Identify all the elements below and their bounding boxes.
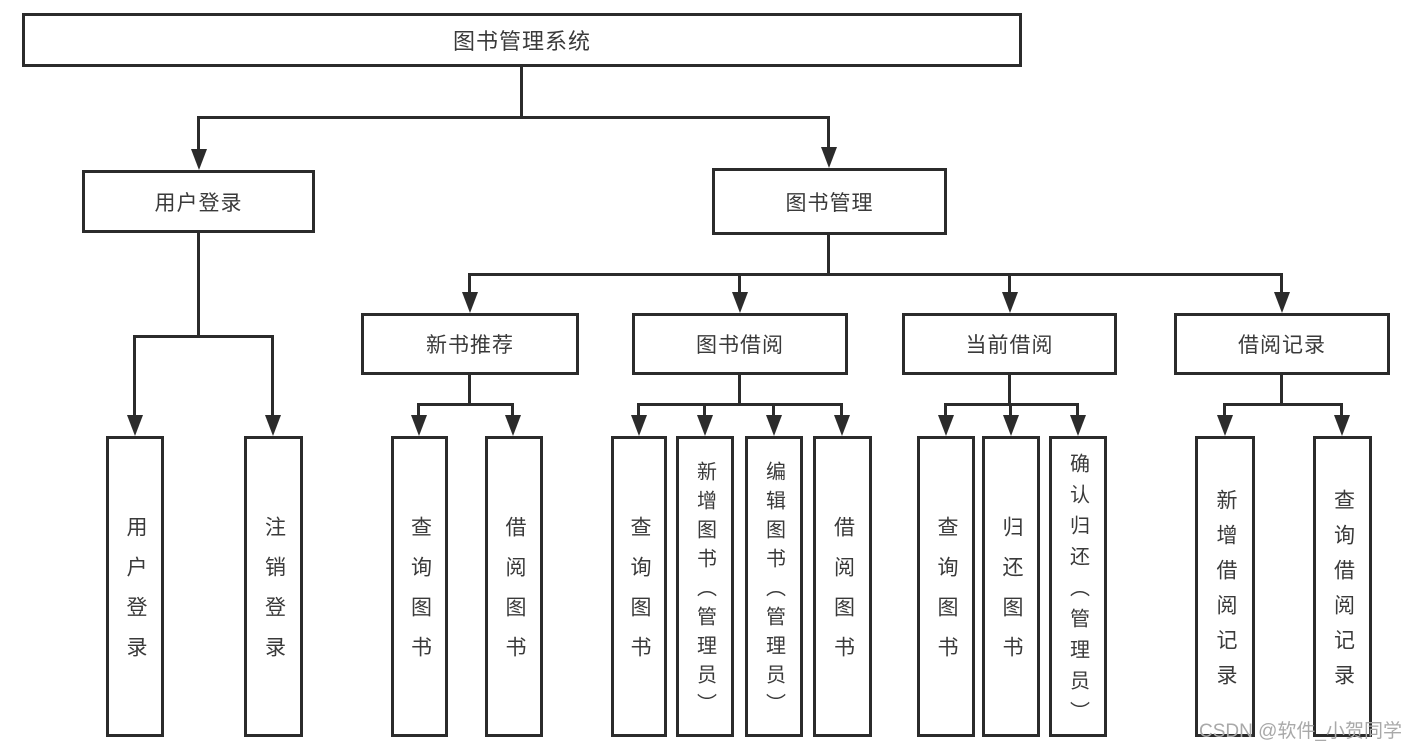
- node-leaf-user-login: 用户登录: [106, 436, 164, 737]
- node-label: 编辑图书（管理员）: [762, 460, 785, 722]
- node-user-login: 用户登录: [82, 170, 315, 233]
- connector-line: [468, 273, 1283, 276]
- node-label: 查询图书: [408, 516, 432, 676]
- node-leaf-query-borrow-record: 查询借阅记录: [1313, 436, 1372, 737]
- node-label: 查询借阅记录: [1331, 488, 1355, 699]
- node-label: 注销登录: [262, 516, 286, 676]
- node-leaf-add-books-admin: 新增图书（管理员）: [676, 436, 734, 737]
- connector-line: [1009, 404, 1012, 418]
- arrow-down-icon: [191, 149, 207, 170]
- connector-line: [944, 403, 1079, 406]
- node-leaf-logout: 注销登录: [244, 436, 303, 737]
- connector-line: [417, 403, 514, 406]
- connector-line: [133, 336, 136, 418]
- node-label: 归还图书: [1000, 516, 1023, 676]
- connector-line: [1340, 404, 1343, 418]
- connector-line: [827, 235, 830, 275]
- arrow-down-icon: [1002, 292, 1018, 313]
- connector-line: [1223, 404, 1226, 418]
- node-leaf-query-books-recommend: 查询图书: [391, 436, 448, 737]
- node-borrowing-records: 借阅记录: [1174, 313, 1390, 375]
- arrow-down-icon: [462, 292, 478, 313]
- node-label: 查询图书: [935, 516, 958, 676]
- node-label: 图书借阅: [696, 334, 784, 357]
- node-label: 借阅记录: [1238, 334, 1326, 357]
- node-label: 查询图书: [628, 516, 651, 676]
- connector-line: [1008, 276, 1011, 295]
- arrow-down-icon: [1334, 415, 1350, 436]
- csdn-watermark: CSDN @软件_小贺同学: [1199, 721, 1402, 742]
- arrow-down-icon: [1217, 415, 1233, 436]
- node-book-borrowing: 图书借阅: [632, 313, 848, 375]
- node-leaf-return-books: 归还图书: [982, 436, 1040, 737]
- connector-line: [944, 404, 947, 418]
- connector-line: [827, 119, 830, 150]
- connector-line: [840, 404, 843, 418]
- node-leaf-confirm-return-admin: 确认归还（管理员）: [1049, 436, 1107, 737]
- node-label: 确认归还（管理员）: [1066, 452, 1089, 732]
- connector-line: [703, 404, 706, 418]
- node-label: 用户登录: [124, 516, 147, 676]
- node-label: 借阅图书: [831, 516, 855, 676]
- node-book-management: 图书管理: [712, 168, 947, 235]
- node-label: 新增图书（管理员）: [693, 460, 716, 722]
- node-label: 图书管理系统: [452, 29, 591, 54]
- node-leaf-add-borrow-record: 新增借阅记录: [1195, 436, 1255, 737]
- connector-line: [772, 404, 775, 418]
- connector-line: [520, 67, 523, 117]
- connector-line: [197, 119, 200, 152]
- connector-line: [1076, 404, 1079, 418]
- node-leaf-borrow-books-recommend: 借阅图书: [485, 436, 543, 737]
- connector-line: [637, 404, 640, 418]
- connector-line: [271, 336, 274, 418]
- arrow-down-icon: [127, 415, 143, 436]
- connector-line: [1280, 375, 1283, 404]
- node-current-borrowing: 当前借阅: [902, 313, 1117, 375]
- arrow-down-icon: [265, 415, 281, 436]
- node-label: 新书推荐: [426, 334, 514, 357]
- connector-line: [417, 404, 420, 418]
- connector-line: [1223, 403, 1343, 406]
- node-label: 图书管理: [785, 191, 874, 215]
- node-leaf-edit-books-admin: 编辑图书（管理员）: [745, 436, 803, 737]
- connector-line: [1280, 276, 1283, 295]
- connector-line: [738, 375, 741, 404]
- arrow-down-icon: [732, 292, 748, 313]
- connector-line: [468, 276, 471, 295]
- connector-line: [197, 233, 200, 336]
- arrow-down-icon: [1274, 292, 1290, 313]
- connector-line: [637, 403, 843, 406]
- arrow-down-icon: [821, 147, 837, 168]
- arrow-down-icon: [505, 415, 521, 436]
- connector-line: [197, 116, 830, 119]
- node-library-management-system: 图书管理系统: [22, 13, 1022, 67]
- arrow-down-icon: [766, 415, 782, 436]
- arrow-down-icon: [1003, 415, 1019, 436]
- node-leaf-query-books-current: 查询图书: [917, 436, 975, 737]
- arrow-down-icon: [938, 415, 954, 436]
- connector-line: [511, 404, 514, 418]
- connector-line: [738, 276, 741, 295]
- node-leaf-query-books-borrowing: 查询图书: [611, 436, 667, 737]
- arrow-down-icon: [631, 415, 647, 436]
- connector-line: [133, 335, 274, 338]
- connector-line: [1008, 375, 1011, 404]
- node-label: 用户登录: [154, 191, 243, 215]
- node-label: 借阅图书: [503, 516, 526, 676]
- connector-line: [468, 375, 471, 404]
- node-label: 当前借阅: [965, 334, 1054, 357]
- arrow-down-icon: [697, 415, 713, 436]
- arrow-down-icon: [411, 415, 427, 436]
- arrow-down-icon: [834, 415, 850, 436]
- node-label: 新增借阅记录: [1214, 488, 1237, 699]
- node-new-book-recommend: 新书推荐: [361, 313, 579, 375]
- node-leaf-borrow-books: 借阅图书: [813, 436, 872, 737]
- arrow-down-icon: [1070, 415, 1086, 436]
